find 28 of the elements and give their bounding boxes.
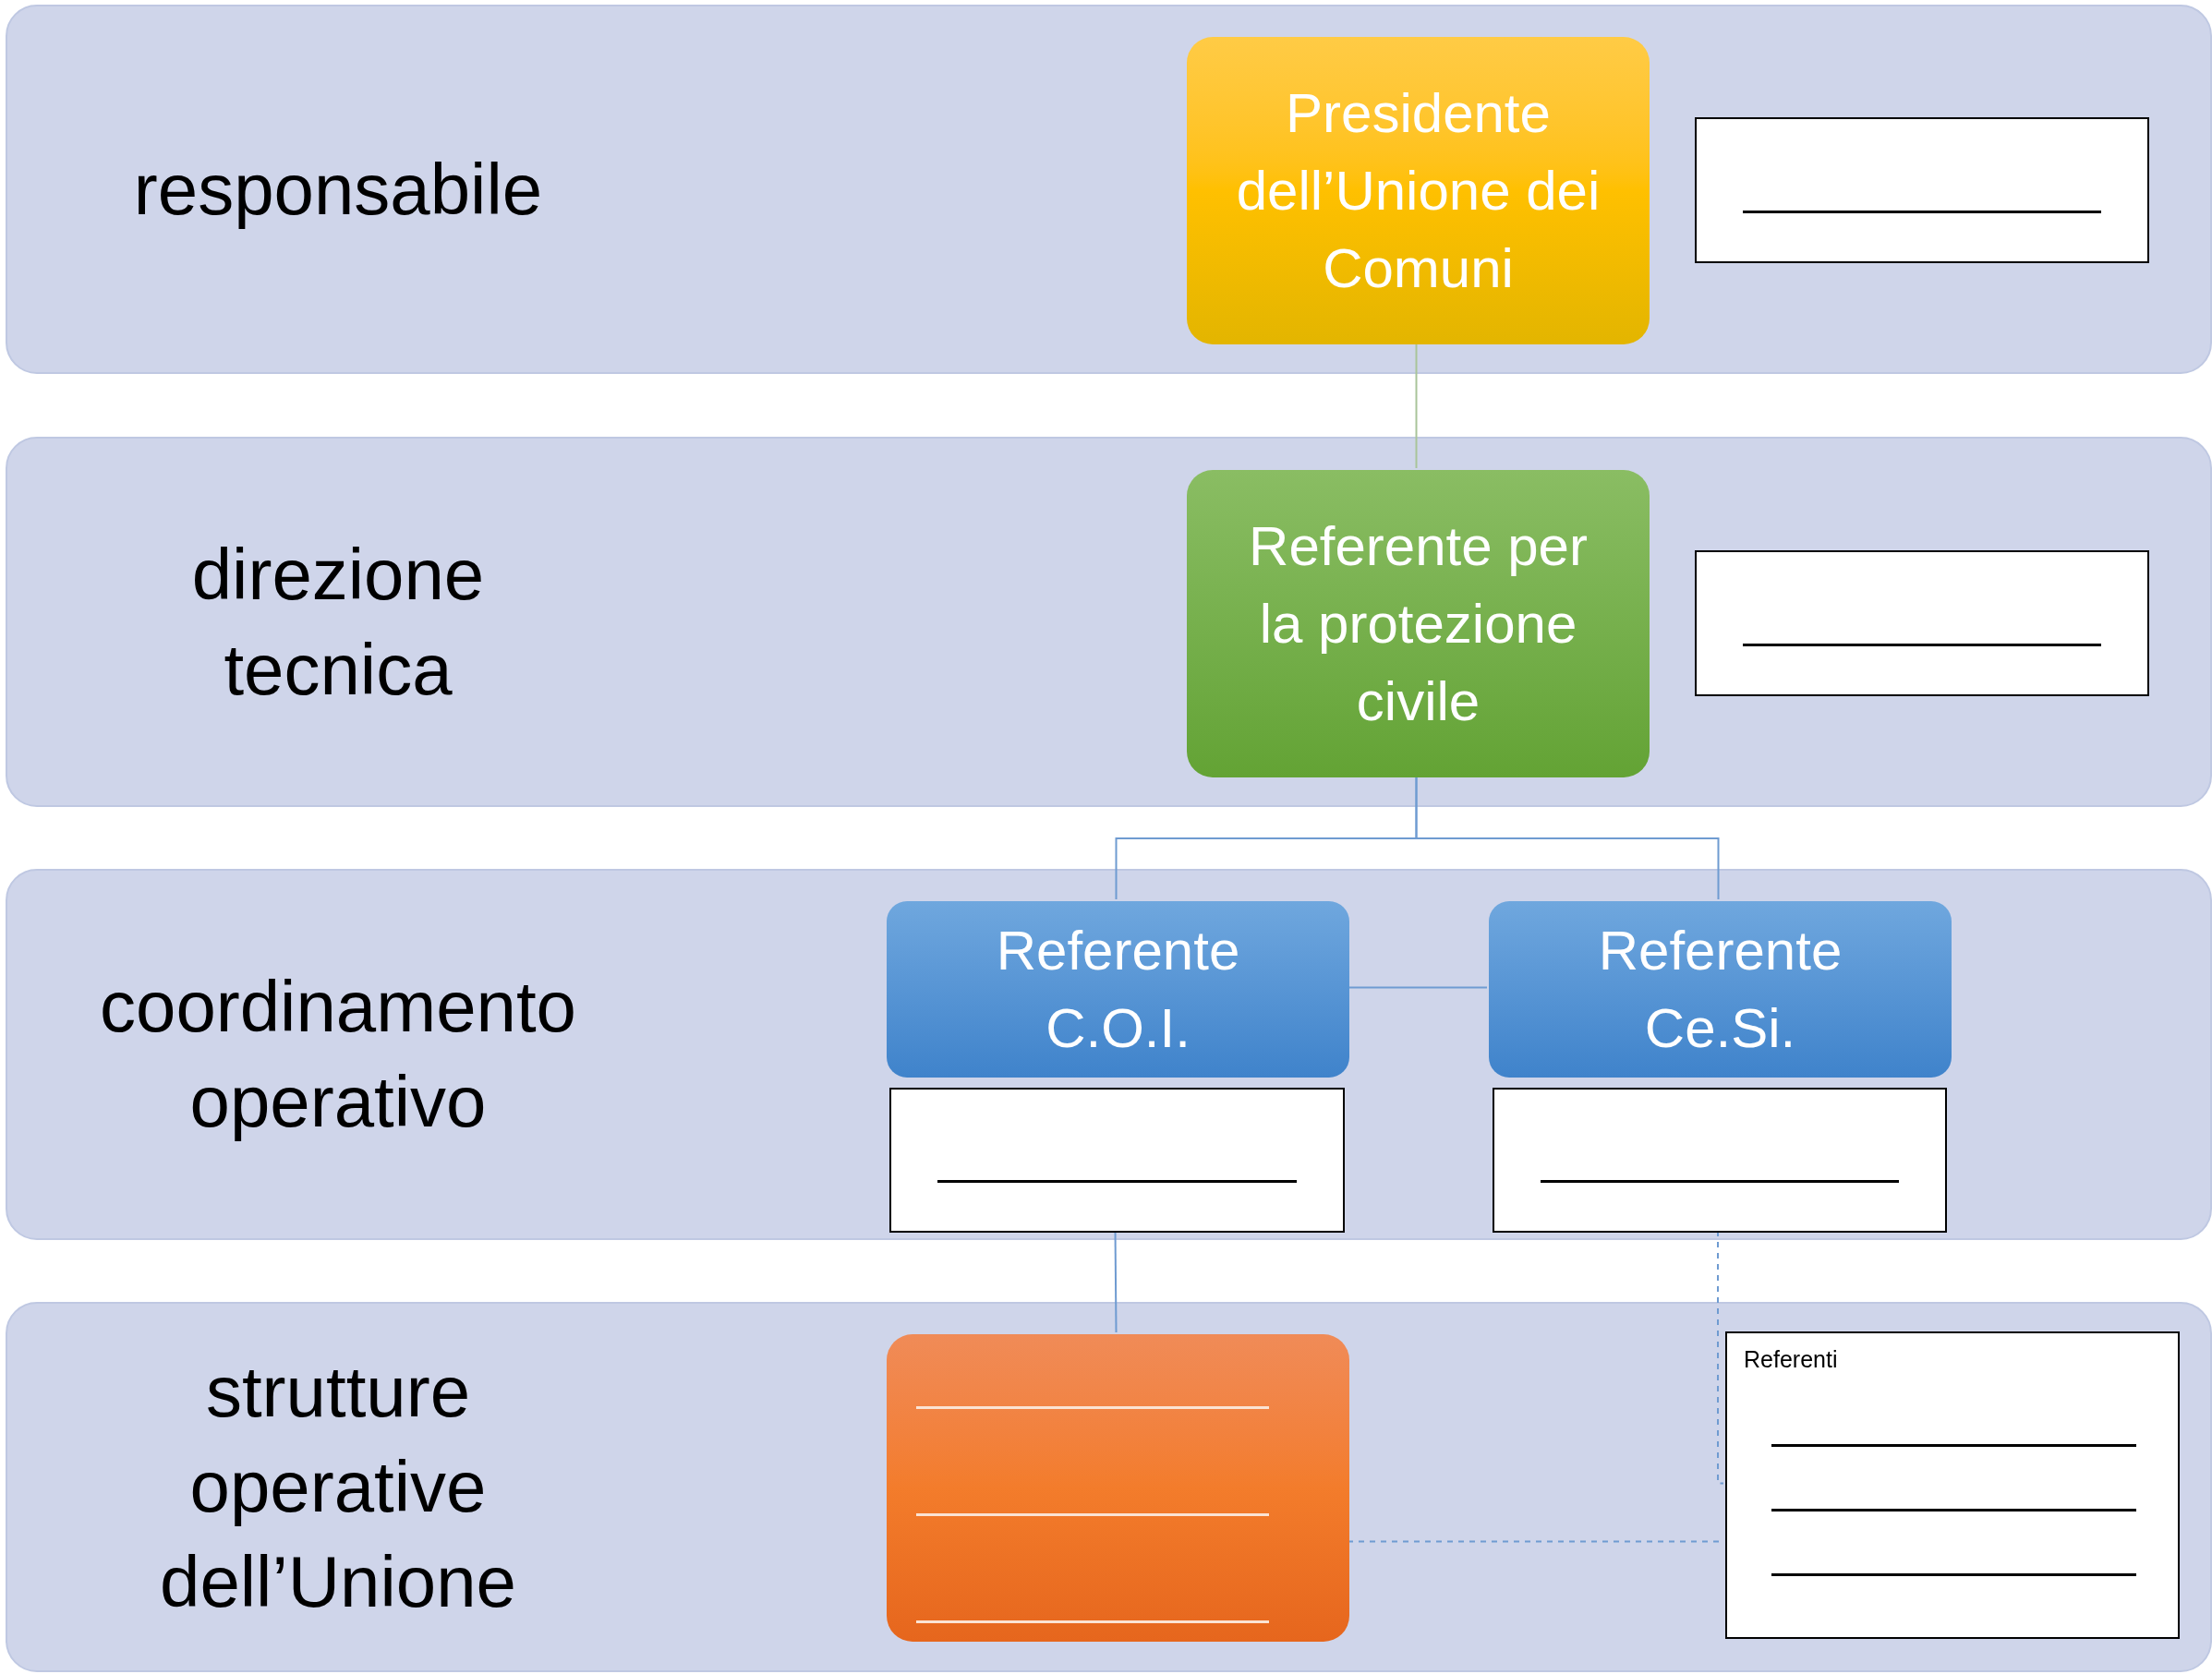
- role-box: [1489, 901, 1952, 1078]
- fill-in-box: [887, 1334, 1349, 1642]
- lane-label: direzione tecnica: [190, 532, 486, 712]
- swimlane-band: [6, 5, 2212, 374]
- lane-label: coordinamento operativo: [99, 965, 577, 1144]
- fill-in-box: [1695, 117, 2149, 263]
- swimlane-band: [6, 869, 2212, 1240]
- swimlane-band: [6, 437, 2212, 807]
- role-box: [1187, 37, 1650, 344]
- connector-line: [1347, 986, 1488, 989]
- role-box: [1187, 470, 1650, 777]
- box-heading: Referenti: [1744, 1345, 1838, 1374]
- connector-line: [1415, 775, 1720, 900]
- fill-in-box: [1695, 550, 2149, 696]
- role-title: Referente C.O.I.: [995, 918, 1241, 1061]
- referents-box: [1725, 1331, 2180, 1639]
- swimlane-band: [6, 1302, 2212, 1672]
- role-title: Referente per la protezione civile: [1248, 513, 1589, 734]
- role-title: Presidente dell’Unione dei Comuni: [1235, 80, 1602, 301]
- role-title: Referente Ce.Si.: [1597, 918, 1843, 1061]
- fill-in-box: [889, 1088, 1345, 1233]
- lane-label: strutture operative dell’Unione: [159, 1350, 517, 1624]
- role-box: [887, 901, 1349, 1078]
- fill-in-box: [1493, 1088, 1947, 1233]
- connector-line: [1717, 1230, 1724, 1485]
- connector-line: [1415, 342, 1418, 469]
- lane-label: responsabile: [132, 147, 544, 232]
- connector-line: [1114, 1230, 1118, 1333]
